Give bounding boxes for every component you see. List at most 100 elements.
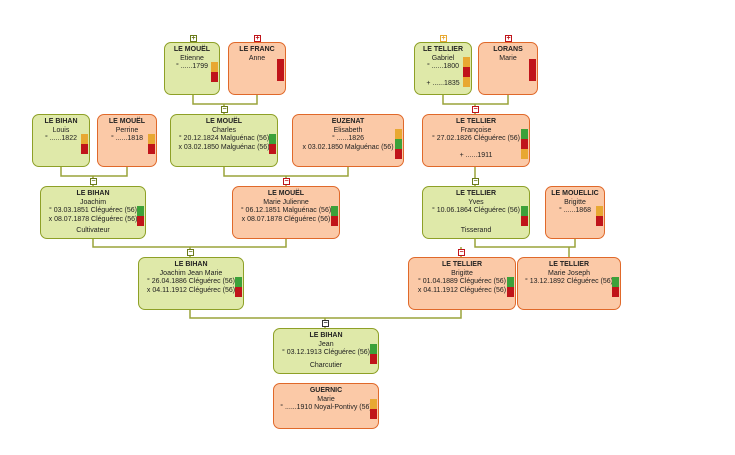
person-given-name: Anne bbox=[248, 54, 266, 62]
person-event-line: ° ......1822 bbox=[45, 135, 77, 143]
source-flags bbox=[211, 62, 218, 82]
collapse-toggle-icon[interactable]: − bbox=[322, 320, 329, 327]
person-given-name: Elisabeth bbox=[333, 126, 363, 134]
red-source-flag bbox=[370, 354, 377, 364]
red-source-flag bbox=[612, 287, 619, 297]
red-source-flag bbox=[521, 216, 528, 226]
expand-toggle-icon[interactable]: + bbox=[440, 35, 447, 42]
person-event-line: ° 20.12.1824 Malguénac (56) bbox=[178, 135, 270, 143]
person-event-line: ° ......1910 Noyal-Pontivy (56) bbox=[280, 404, 372, 412]
collapse-toggle-icon[interactable]: − bbox=[221, 106, 228, 113]
orange-source-flag bbox=[370, 399, 377, 409]
green-source-flag bbox=[521, 206, 528, 216]
red-source-flag bbox=[507, 287, 514, 297]
source-flags bbox=[612, 277, 619, 297]
red-source-flag bbox=[463, 67, 470, 77]
person-occupation: Charcutier bbox=[309, 362, 343, 370]
person-event-line: ° 13.12.1892 Cléguérec (56) bbox=[524, 278, 614, 286]
person-given-name: Françoise bbox=[460, 126, 492, 134]
green-source-flag bbox=[370, 344, 377, 354]
expand-toggle-icon[interactable]: + bbox=[190, 35, 197, 42]
orange-source-flag bbox=[463, 57, 470, 67]
person-event-line: x 08.07.1878 Cléguérec (56) bbox=[48, 215, 138, 223]
person-surname: LORANS bbox=[493, 46, 523, 53]
green-source-flag bbox=[521, 129, 528, 139]
collapse-toggle-icon[interactable]: − bbox=[90, 178, 97, 185]
person-surname: LE TELLIER bbox=[422, 46, 464, 53]
person-event-line: ° ......1818 bbox=[111, 135, 143, 143]
person-given-name: Marie bbox=[499, 54, 517, 62]
collapse-toggle-icon[interactable]: − bbox=[187, 249, 194, 256]
person-given-name: Jean bbox=[318, 340, 334, 348]
person-surname: LE TELLIER bbox=[455, 190, 497, 197]
person-surname: LE TELLIER bbox=[441, 261, 483, 268]
connector-line bbox=[189, 310, 462, 319]
person-given-name: Louis bbox=[52, 126, 70, 134]
connector-line bbox=[442, 95, 509, 105]
person-surname: LE MOUËL bbox=[205, 118, 243, 125]
source-flags bbox=[507, 277, 514, 297]
collapse-toggle-icon[interactable]: − bbox=[472, 106, 479, 113]
collapse-toggle-icon[interactable]: − bbox=[472, 178, 479, 185]
source-flags bbox=[148, 134, 155, 154]
collapse-toggle-icon[interactable]: − bbox=[458, 249, 465, 256]
person-surname: LE FRANC bbox=[239, 46, 275, 53]
red-source-flag bbox=[235, 287, 242, 297]
green-source-flag bbox=[331, 206, 338, 216]
green-source-flag bbox=[507, 277, 514, 287]
orange-source-flag bbox=[395, 129, 402, 139]
expand-toggle-icon[interactable]: + bbox=[254, 35, 261, 42]
source-flags bbox=[596, 206, 603, 226]
red-source-flag bbox=[331, 216, 338, 226]
person-surname: GUERNIC bbox=[309, 387, 343, 394]
orange-source-flag bbox=[211, 62, 218, 72]
person-surname: LE BIHAN bbox=[76, 190, 110, 197]
person-event-line: ° ......1800 bbox=[427, 63, 459, 71]
red-source-flag bbox=[137, 216, 144, 226]
person-occupation: Tisserand bbox=[460, 227, 492, 235]
source-flags bbox=[521, 206, 528, 226]
source-flags bbox=[277, 59, 284, 81]
expand-toggle-icon[interactable]: + bbox=[505, 35, 512, 42]
person-event-line: ° 10.06.1864 Cléguérec (56) bbox=[431, 207, 521, 215]
source-flags bbox=[235, 277, 242, 297]
connector-line bbox=[223, 167, 349, 177]
person-event-line: ° ......1868 bbox=[559, 207, 591, 215]
person-event-line: ° 03.12.1913 Cléguérec (56) bbox=[281, 349, 371, 357]
person-surname: LE BIHAN bbox=[174, 261, 208, 268]
person-surname: LE MOUËL bbox=[108, 118, 146, 125]
source-flags bbox=[521, 129, 528, 159]
collapse-toggle-icon[interactable]: − bbox=[283, 178, 290, 185]
orange-source-flag bbox=[81, 134, 88, 144]
person-event-line: x 08.07.1878 Cléguérec (56) bbox=[241, 215, 331, 223]
person-surname: EUZENAT bbox=[331, 118, 365, 125]
connector-line bbox=[60, 167, 128, 177]
person-given-name: Brigitte bbox=[451, 269, 473, 277]
source-flags bbox=[370, 399, 377, 419]
green-source-flag bbox=[612, 277, 619, 287]
orange-source-flag bbox=[463, 77, 470, 87]
person-event-line: ° 27.02.1826 Cléguérec (56) bbox=[431, 135, 521, 143]
person-event-line: ° 06.12.1851 Malguénac (56) bbox=[240, 207, 332, 215]
person-event-line: + ......1835 bbox=[426, 80, 460, 88]
person-event-line: x 03.02.1850 Malguénac (56) bbox=[178, 143, 270, 151]
